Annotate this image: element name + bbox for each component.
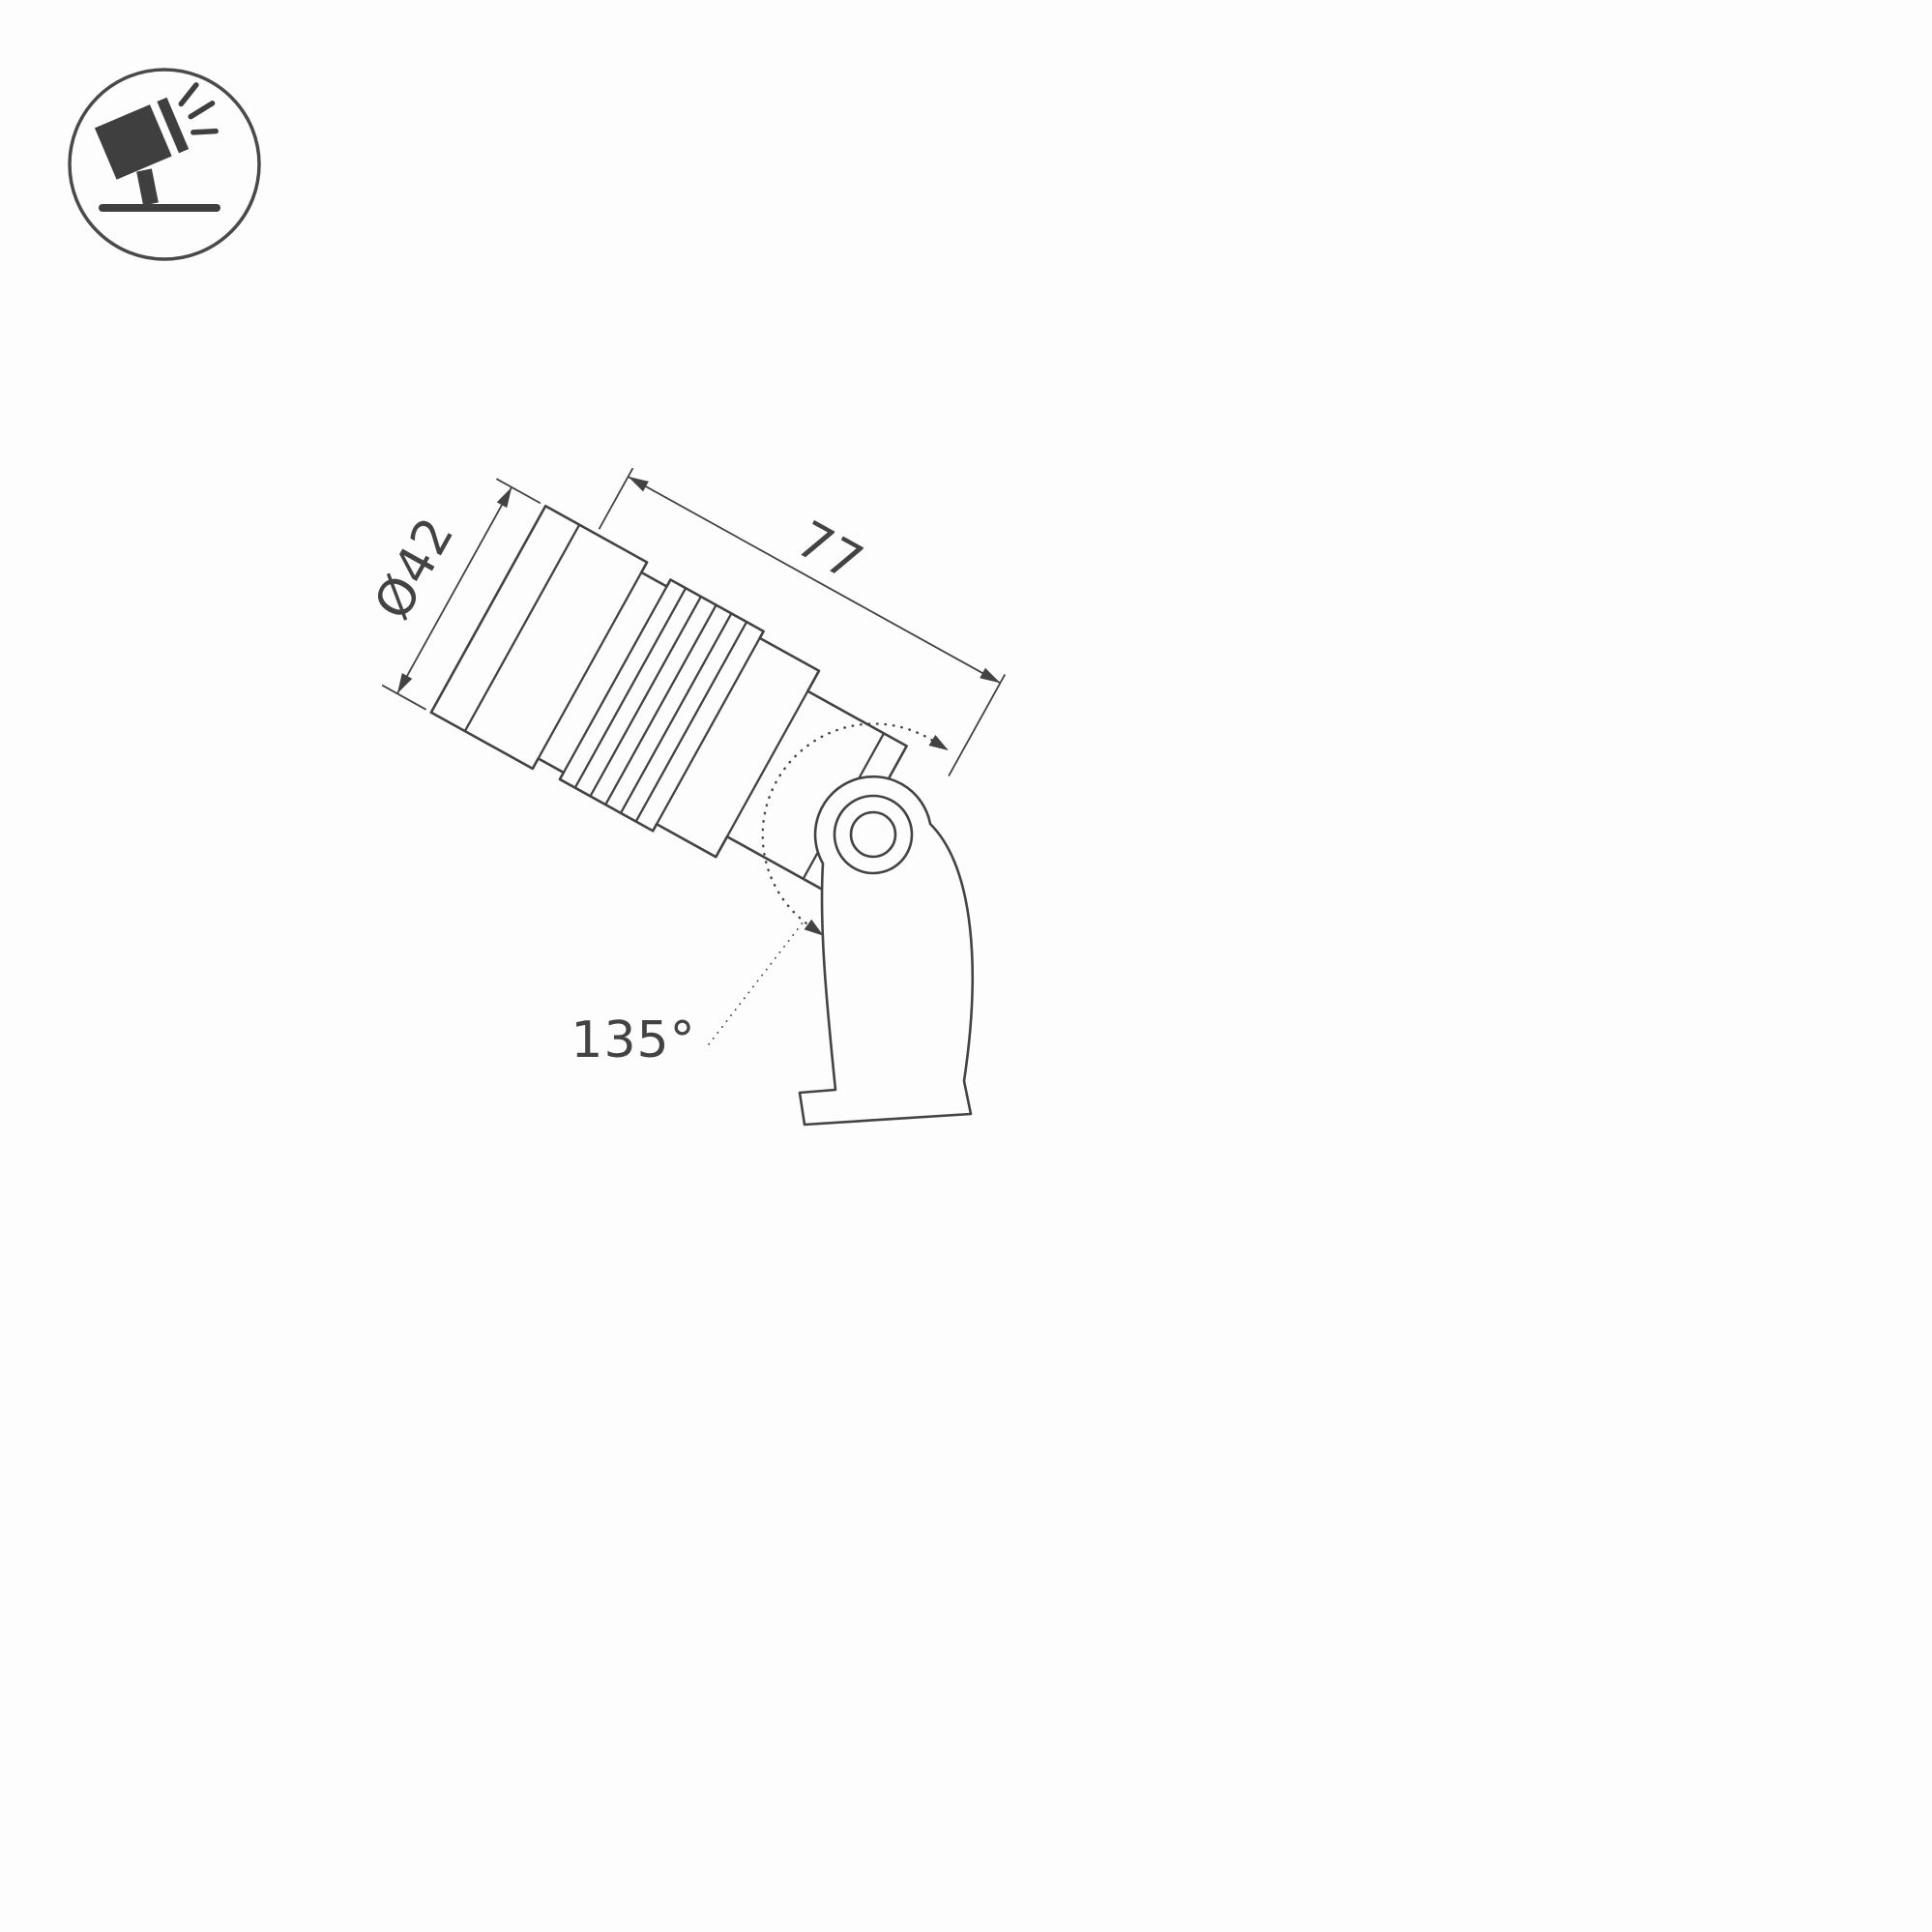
tilted-spotlight-icon (94, 82, 220, 212)
angle-leader-line (708, 921, 805, 1045)
pivot-inner-circle (849, 810, 897, 859)
lamp-body-detail-lines (463, 524, 886, 880)
corner-icon-badge (68, 68, 261, 261)
length-dimension-line (628, 476, 1001, 685)
diameter-extension-lines (381, 478, 542, 711)
rotation-arrowhead-top (928, 735, 949, 751)
spotlight-stem-icon (136, 168, 159, 206)
length-arrowhead-right (980, 667, 1001, 684)
diameter-dimension-line (396, 486, 512, 694)
rotation-angle-label: 135° (571, 1011, 695, 1069)
bracket-arm-outline (798, 775, 974, 1127)
light-rays-icon (178, 82, 219, 135)
rotation-arc (761, 722, 934, 926)
icon-circle-border (68, 68, 261, 261)
length-arrowhead-left (628, 476, 649, 492)
spotlight-lens-cap-icon (157, 97, 190, 154)
diameter-arrowhead-top (496, 486, 512, 509)
length-dimension-label: 77 (787, 511, 873, 594)
diameter-arrowhead-bottom (396, 673, 413, 694)
length-extension-lines (598, 467, 1007, 776)
spotlight-head-icon (94, 104, 172, 180)
rotation-arrowhead-bottom (804, 919, 824, 936)
rotation-range-annotation: 135° (571, 722, 949, 1069)
diameter-dimension-label: Ø42 (364, 508, 466, 629)
mounting-bracket (798, 775, 974, 1127)
